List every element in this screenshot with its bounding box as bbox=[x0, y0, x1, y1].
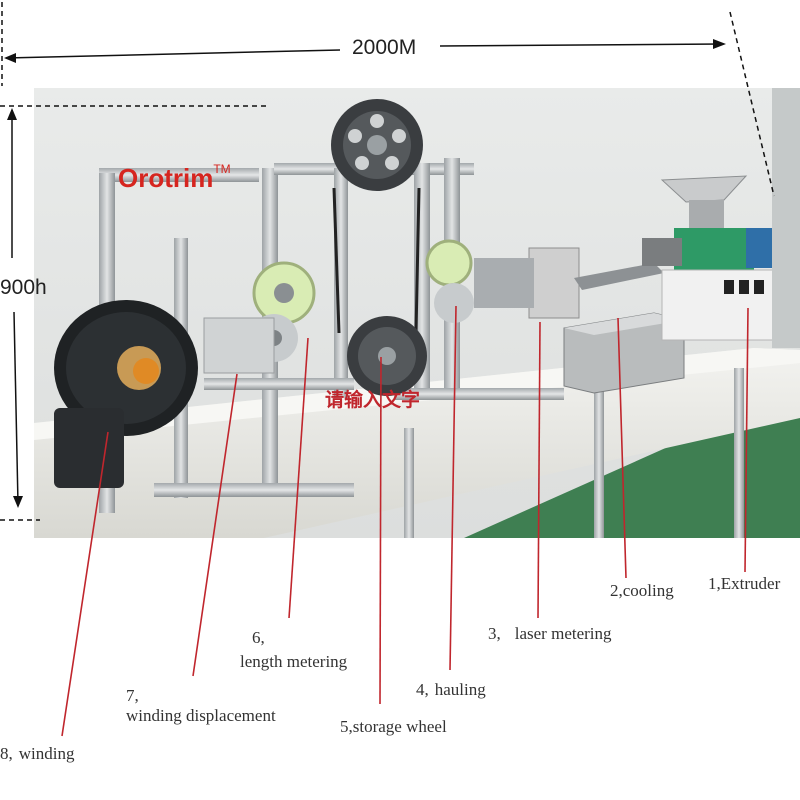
production-line-photo bbox=[34, 88, 800, 538]
callout-text: Extruder bbox=[720, 574, 781, 593]
height-dimension-line-bottom bbox=[13, 311, 19, 505]
callout-text: length metering bbox=[240, 652, 348, 671]
width-arrow-right bbox=[713, 39, 726, 49]
height-arrow-top bbox=[7, 108, 17, 120]
width-dimension-line-right bbox=[439, 43, 723, 47]
callout-winding-displacement: 7, winding displacement bbox=[126, 686, 276, 726]
height-arrow-bottom bbox=[13, 496, 23, 508]
callout-laser-metering: 3, laser metering bbox=[488, 624, 612, 644]
callout-number: 8, bbox=[0, 744, 13, 763]
height-dimension-label: 900h bbox=[0, 276, 47, 299]
overlay-placeholder-text: 请输入文字 bbox=[325, 389, 421, 411]
callout-winding: 8, winding bbox=[0, 744, 74, 764]
trademark-symbol: TM bbox=[213, 162, 231, 177]
callout-number: 4, bbox=[416, 680, 429, 699]
callout-text: winding bbox=[18, 744, 75, 763]
callout-text: hauling bbox=[434, 680, 486, 699]
width-dimension-line-left bbox=[5, 49, 341, 59]
callout-number: 2, bbox=[610, 581, 623, 600]
callout-text: winding displacement bbox=[126, 706, 276, 725]
width-dimension-label: 2000M bbox=[352, 36, 417, 59]
width-arrow-left bbox=[4, 53, 16, 63]
callout-text: storage wheel bbox=[352, 717, 447, 736]
callout-number: 3, bbox=[488, 624, 501, 643]
callout-cooling: 2,cooling bbox=[610, 581, 674, 601]
callout-storage-wheel: 5,storage wheel bbox=[340, 717, 447, 737]
callout-number: 5, bbox=[340, 717, 353, 736]
callout-hauling: 4, hauling bbox=[416, 680, 486, 700]
callout-extruder: 1,Extruder bbox=[708, 574, 780, 594]
brand-logo: OrotrimTM bbox=[118, 162, 231, 194]
callout-number: 7, bbox=[126, 686, 139, 705]
callout-length-metering: 6, length metering bbox=[240, 626, 347, 674]
callout-text: laser metering bbox=[514, 624, 612, 643]
callout-number: 1, bbox=[708, 574, 721, 593]
callout-text: cooling bbox=[622, 581, 674, 600]
callout-number: 6, bbox=[252, 628, 265, 647]
brand-name: Orotrim bbox=[118, 163, 214, 193]
